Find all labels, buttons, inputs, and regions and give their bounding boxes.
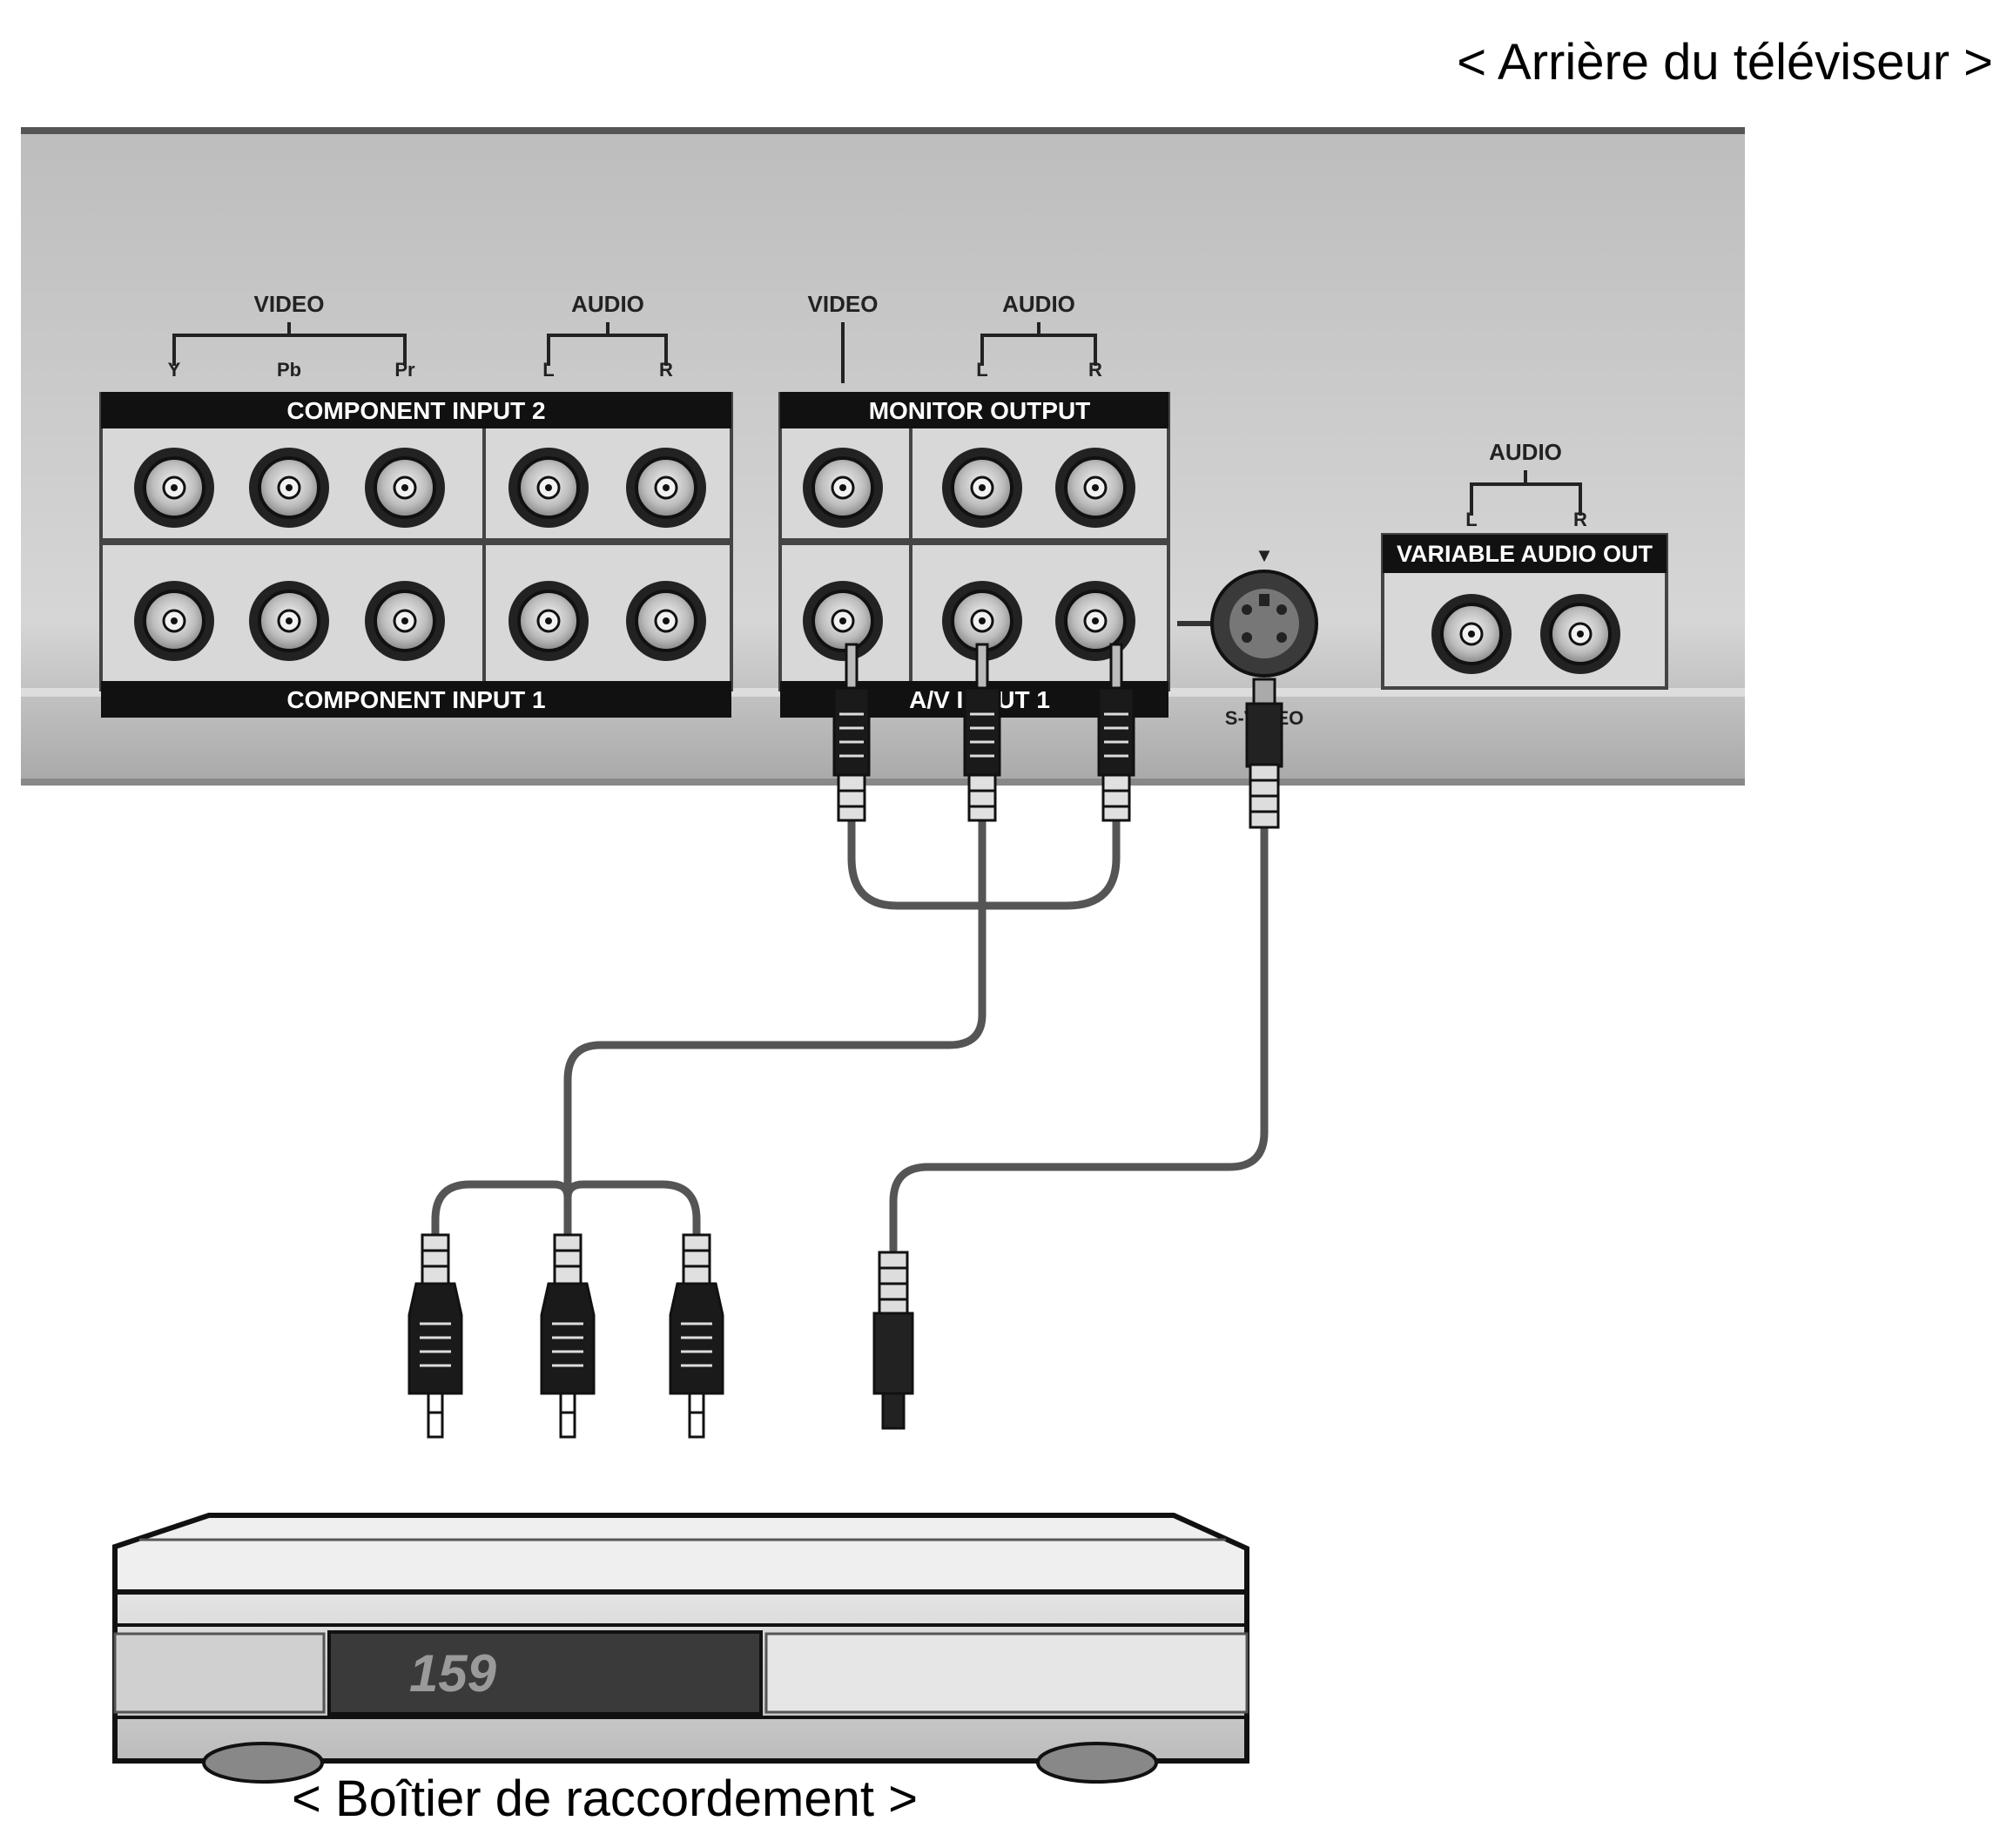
r-label-monitor: R bbox=[1088, 359, 1102, 381]
tv-back-caption: < Arrière du téléviseur > bbox=[1457, 34, 1993, 91]
l-label-component: L bbox=[542, 359, 554, 381]
variable-audio-out-label: VARIABLE AUDIO OUT bbox=[1397, 541, 1653, 567]
monitor-output-label: MONITOR OUTPUT bbox=[869, 397, 1091, 424]
pb-label: Pb bbox=[277, 359, 301, 381]
rca-jack-icon bbox=[1431, 594, 1512, 674]
av-cable bbox=[431, 814, 1121, 1241]
rca-jacks bbox=[134, 448, 1620, 674]
rca-jack-icon bbox=[365, 581, 445, 661]
rca-jack-icon bbox=[1055, 581, 1135, 661]
rca-jack-icon bbox=[1540, 594, 1620, 674]
audio-group-label-monitor: AUDIO bbox=[1002, 291, 1075, 317]
video-label-monitor: VIDEO bbox=[808, 291, 879, 317]
rca-jack-icon bbox=[134, 448, 214, 528]
variable-audio-out-block: VARIABLE AUDIO OUT bbox=[1381, 470, 1668, 690]
rca-jack-icon bbox=[626, 448, 706, 528]
rca-jack-icon bbox=[134, 581, 214, 661]
rca-plug-icon bbox=[1097, 643, 1135, 822]
rca-jack-icon bbox=[803, 581, 883, 661]
s-video-plug-top bbox=[1245, 678, 1283, 829]
set-top-box-caption: < Boîtier de raccordement > bbox=[292, 1770, 918, 1827]
component-input-2-label: COMPONENT INPUT 2 bbox=[286, 397, 545, 424]
set-top-box bbox=[112, 1513, 1249, 1784]
rca-jack-icon bbox=[626, 581, 706, 661]
rca-jack-icon bbox=[508, 448, 589, 528]
r-label-variable: R bbox=[1573, 509, 1587, 530]
y-label: Y bbox=[168, 359, 181, 381]
rca-plug-icon bbox=[540, 1233, 596, 1439]
tv-side-plugs bbox=[832, 643, 1135, 822]
rca-plug-icon bbox=[407, 1233, 463, 1439]
component-top-labels bbox=[172, 322, 1097, 383]
rca-plug-icon bbox=[832, 643, 871, 822]
rca-jack-icon bbox=[942, 581, 1022, 661]
rca-jack-icon bbox=[1055, 448, 1135, 528]
r-label-component: R bbox=[659, 359, 673, 381]
l-label-monitor: L bbox=[976, 359, 987, 381]
box-side-plugs bbox=[407, 1233, 724, 1439]
rca-plug-icon bbox=[669, 1233, 724, 1439]
rca-jack-icon bbox=[249, 448, 329, 528]
component-input-1-label: COMPONENT INPUT 1 bbox=[286, 686, 545, 713]
svg-text:▼: ▼ bbox=[1255, 544, 1274, 566]
s-video-cable bbox=[889, 823, 1269, 1254]
rca-jack-icon bbox=[365, 448, 445, 528]
video-group-label: VIDEO bbox=[254, 291, 325, 317]
rca-jack-icon bbox=[508, 581, 589, 661]
rca-jack-icon bbox=[942, 448, 1022, 528]
rca-jack-icon bbox=[803, 448, 883, 528]
component-input-block: COMPONENT INPUT 2 COMPONENT INPUT 1 bbox=[99, 392, 733, 718]
set-top-box-display: 159 bbox=[409, 1644, 497, 1703]
l-label-variable: L bbox=[1465, 509, 1477, 530]
s-video-port: ▼ bbox=[1177, 544, 1318, 678]
pr-label: Pr bbox=[394, 359, 415, 381]
s-video-plug-bottom bbox=[872, 1251, 914, 1430]
audio-group-label-component: AUDIO bbox=[571, 291, 644, 317]
audio-group-label-variable: AUDIO bbox=[1489, 439, 1562, 465]
rca-plug-icon bbox=[963, 643, 1001, 822]
rca-jack-icon bbox=[249, 581, 329, 661]
